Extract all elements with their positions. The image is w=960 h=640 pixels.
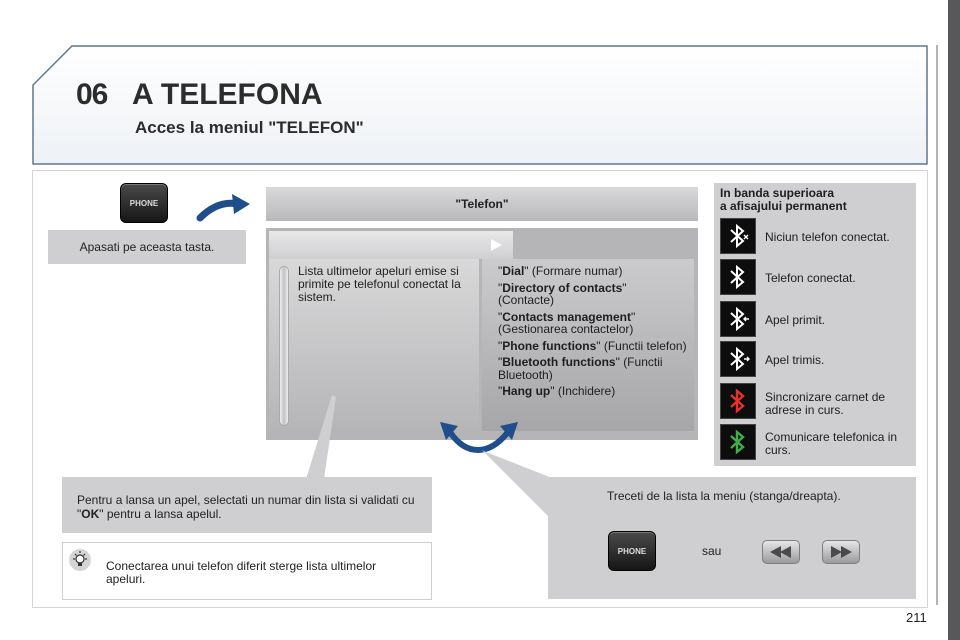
navigation-box: Treceti de la lista la meniu (stanga/dre…: [548, 477, 916, 599]
play-arrow-icon[interactable]: [482, 233, 510, 257]
navigation-caption: Treceti de la lista la meniu (stanga/dre…: [607, 489, 841, 503]
note-box: [62, 542, 432, 600]
lightbulb-icon: [69, 549, 91, 571]
section-subtitle: Acces la meniul "TELEFON": [135, 118, 364, 137]
menu-item-bluetooth-functions[interactable]: "Bluetooth functions" (Functii Bluetooth…: [498, 355, 663, 382]
menu-item-directory-of-contacts[interactable]: "Directory of contacts"(Contacte): [498, 280, 627, 307]
press-key-caption-box: Apasati pe aceasta tasta.: [48, 230, 246, 264]
menu-item-contacts-management[interactable]: "Contacts management"(Gestionarea contac…: [498, 309, 636, 336]
status-label-call-active: Comunicare telefonica in curs.: [765, 430, 898, 457]
call-instruction-box: Pentru a lansa un apel, selectati un num…: [62, 477, 432, 533]
chapter-number: 06: [76, 78, 108, 111]
phone-menu-panel: [482, 259, 694, 431]
screen-title-bar: "Telefon": [266, 187, 698, 221]
or-label: sau: [702, 544, 722, 558]
status-label-incoming-call: Apel primit.: [765, 313, 826, 327]
status-label-sync: Sincronizare carnet de adrese in curs.: [765, 390, 886, 417]
rewind-icon: [770, 546, 791, 558]
press-key-caption: Apasati pe aceasta tasta.: [79, 240, 215, 254]
callout-pointer-right: [482, 450, 552, 520]
chapter-header: [32, 45, 928, 165]
bluetooth-incoming-call-icon: [720, 301, 756, 337]
phone-key-label-alt: PHONE: [617, 546, 647, 556]
list-header-strip: [269, 231, 513, 259]
status-label-outgoing-call: Apel trimis.: [765, 353, 825, 367]
call-instruction-text: Pentru a lansa un apel, selectati un num…: [77, 493, 415, 521]
screen-title: "Telefon": [455, 197, 509, 211]
recent-calls-description: Lista ultimelor apeluri emise si primite…: [298, 264, 461, 304]
note-text: Conectarea unui telefon diferit sterge l…: [106, 559, 377, 586]
bluetooth-disconnected-icon: [720, 218, 756, 254]
content-frame: [32, 170, 928, 608]
status-bar-heading: In banda superioara a afisajului permane…: [720, 186, 847, 213]
page-edge-line: [936, 45, 938, 605]
seek-back-button[interactable]: [762, 540, 800, 564]
status-label-no-phone: Niciun telefon conectat.: [765, 230, 890, 244]
bluetooth-sync-icon: [720, 383, 756, 419]
status-label-phone-connected: Telefon conectat.: [765, 271, 856, 285]
recent-calls-list[interactable]: [269, 231, 479, 437]
menu-item-hang-up[interactable]: "Hang up" (Inchidere): [498, 384, 616, 398]
page-number: 211: [906, 610, 927, 625]
bluetooth-connected-icon: [720, 259, 756, 295]
bluetooth-outgoing-call-icon: [720, 341, 756, 377]
curved-arrow-icon: [196, 194, 250, 222]
page-edge-strip: [948, 0, 960, 640]
phone-menu-list: "Dial" (Formare numar) "Directory of con…: [498, 265, 688, 402]
phone-key-button[interactable]: PHONE: [120, 183, 168, 223]
bluetooth-call-active-icon: [720, 424, 756, 460]
header-frame: [32, 45, 928, 165]
fast-forward-icon: [831, 546, 852, 558]
switch-list-menu-arrows-icon: [440, 422, 518, 454]
menu-item-phone-functions[interactable]: "Phone functions" (Functii telefon): [498, 338, 687, 353]
phone-key-label: PHONE: [129, 198, 159, 208]
menu-item-dial[interactable]: "Dial" (Formare numar): [498, 264, 623, 278]
ok-key-label: OK: [81, 507, 100, 521]
seek-forward-button[interactable]: [822, 540, 860, 564]
phone-key-button-alt[interactable]: PHONE: [608, 531, 656, 571]
callout-pointer-left: [306, 395, 336, 479]
list-scrollbar[interactable]: [279, 266, 289, 426]
chapter-title: A TELEFONA: [132, 78, 323, 111]
